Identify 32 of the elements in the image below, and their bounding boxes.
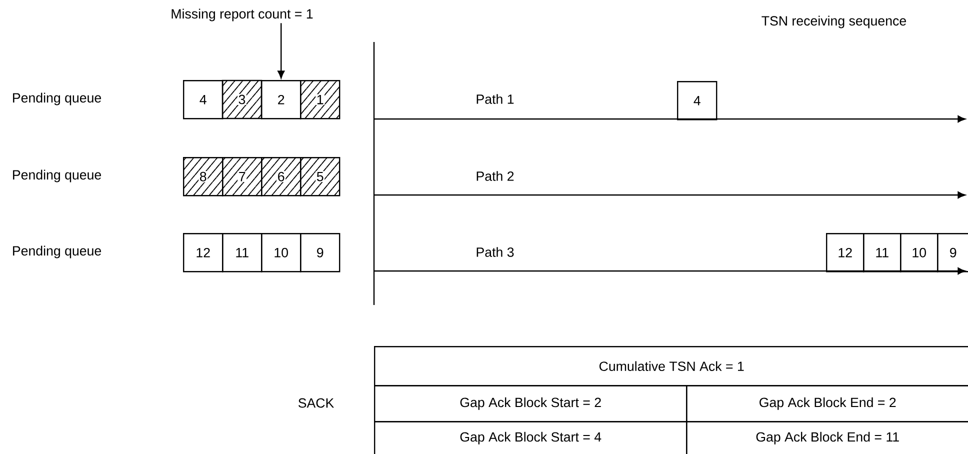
queue-cell: 4 xyxy=(183,80,224,120)
queue-cell: 8 xyxy=(183,157,224,196)
label-text: Path 2 xyxy=(476,171,514,181)
label-text: Pending queue xyxy=(13,92,102,106)
table-cell: Gap Ack Block End = 2 xyxy=(686,385,968,422)
label-text: Path 3 xyxy=(476,247,514,257)
queue-cell: 7 xyxy=(222,157,262,196)
label-text: Pending queue xyxy=(13,170,102,182)
packet-box: 12 xyxy=(826,233,864,272)
queue-cell: 5 xyxy=(300,157,340,196)
label-text: Path 1 xyxy=(476,94,514,104)
label-text: TSN receiving sequence xyxy=(762,16,906,28)
packet-box: 11 xyxy=(863,233,902,272)
queue-cell: 9 xyxy=(300,233,340,272)
packet-box: 10 xyxy=(900,233,938,272)
queue-cell: 12 xyxy=(183,233,224,272)
table-cell: Gap Ack Block Start = 4 xyxy=(374,421,688,454)
packet-box: 4 xyxy=(677,81,718,120)
table-cell: Gap Ack Block End = 11 xyxy=(686,421,968,454)
queue-cell: 2 xyxy=(261,80,302,120)
annotation-text: Missing report count = 1 xyxy=(172,8,313,22)
queue-cell: 10 xyxy=(261,233,302,272)
queue-cell: 3 xyxy=(222,80,262,120)
queue-cell: 1 xyxy=(300,80,340,120)
table-cell: Cumulative TSN Ack = 1 xyxy=(374,346,968,386)
leader-arrow xyxy=(278,23,285,78)
label-text: SACK xyxy=(298,398,334,408)
table-cell: Gap Ack Block Start = 2 xyxy=(374,385,688,422)
queue-cell: 11 xyxy=(222,233,262,272)
queue-cell: 6 xyxy=(261,157,302,196)
label-text: Pending queue xyxy=(13,246,102,258)
packet-box: 9 xyxy=(937,233,968,272)
